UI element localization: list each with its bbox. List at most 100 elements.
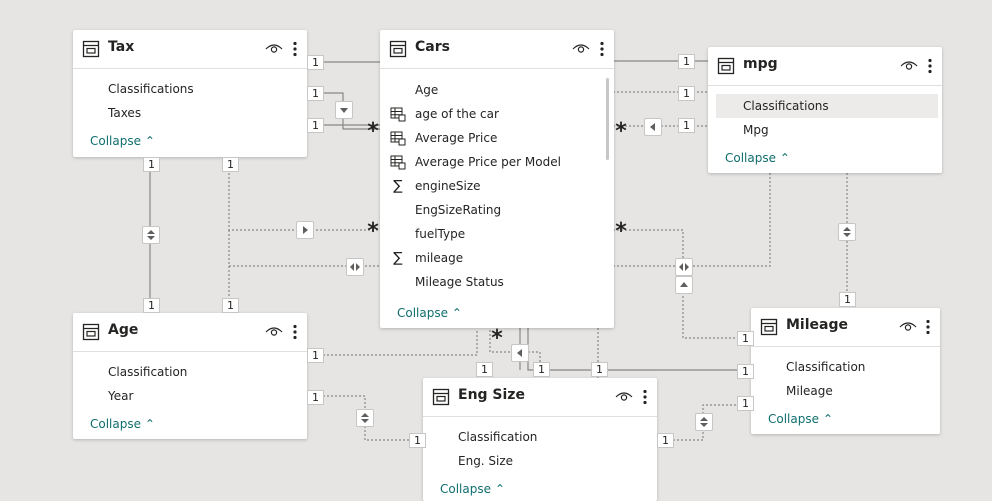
table-header[interactable]: Eng Size — [423, 378, 657, 417]
field-item[interactable]: Year — [108, 389, 134, 403]
eye-icon[interactable] — [900, 60, 918, 72]
more-options-icon[interactable] — [927, 58, 933, 74]
cardinality-one: 1 — [678, 86, 695, 101]
filter-direction-both-vertical-icon[interactable] — [695, 413, 713, 431]
filter-direction-both-horizontal-icon[interactable] — [346, 258, 364, 276]
chevron-up-icon: ⌃ — [144, 134, 155, 148]
cardinality-one: 1 — [737, 331, 754, 346]
table-header[interactable]: Cars — [380, 30, 614, 69]
table-calc-icon — [390, 131, 406, 146]
field-item[interactable]: ∑ mileage — [380, 246, 614, 270]
cardinality-one: 1 — [657, 433, 674, 448]
field-item[interactable]: Classification — [458, 430, 538, 444]
table-title: Mileage — [786, 317, 848, 333]
filter-direction-right-icon[interactable] — [296, 221, 314, 239]
filter-direction-both-vertical-icon[interactable] — [838, 223, 856, 241]
field-item[interactable]: EngSizeRating — [415, 203, 502, 217]
table-mileage[interactable]: Mileage Classification Mileage Collapse … — [751, 308, 940, 434]
table-title: Eng Size — [458, 387, 525, 403]
eye-icon[interactable] — [572, 43, 590, 55]
table-icon — [389, 40, 407, 58]
field-item[interactable]: age of the car — [380, 102, 614, 126]
cardinality-one: 1 — [476, 362, 493, 377]
cardinality-one: 1 — [143, 298, 160, 313]
more-options-icon[interactable] — [925, 319, 931, 335]
chevron-up-icon: ⌃ — [451, 306, 462, 320]
field-item[interactable]: Classification — [786, 360, 866, 374]
cardinality-one: 1 — [307, 55, 324, 70]
filter-direction-both-vertical-icon[interactable] — [356, 409, 374, 427]
field-item[interactable]: Age — [415, 83, 439, 97]
collapse-link[interactable]: Collapse ⌃ — [440, 482, 505, 496]
cardinality-one: 1 — [409, 433, 426, 448]
sigma-icon: ∑ — [393, 178, 403, 194]
table-cars[interactable]: Cars Age age of the car Average Price Av… — [380, 30, 614, 328]
more-options-icon[interactable] — [599, 41, 605, 57]
table-mpg[interactable]: mpg Classifications Mpg Collapse ⌃ — [708, 47, 942, 173]
cardinality-one: 1 — [222, 298, 239, 313]
chevron-up-icon: ⌃ — [822, 412, 833, 426]
eye-icon[interactable] — [615, 391, 633, 403]
field-item-selected[interactable]: Classifications — [716, 94, 938, 118]
more-options-icon[interactable] — [292, 41, 298, 57]
table-title: Tax — [108, 39, 135, 55]
table-header[interactable]: Age — [73, 313, 307, 352]
table-header[interactable]: mpg — [708, 47, 942, 86]
chevron-up-icon: ⌃ — [779, 151, 790, 165]
table-icon — [82, 40, 100, 58]
filter-direction-down-icon[interactable] — [335, 101, 353, 119]
table-icon — [717, 57, 735, 75]
cardinality-one: 1 — [222, 157, 239, 172]
cardinality-one: 1 — [307, 86, 324, 101]
cardinality-many: * — [615, 219, 627, 244]
filter-direction-both-vertical-icon[interactable] — [142, 226, 160, 244]
collapse-link[interactable]: Collapse ⌃ — [90, 134, 155, 148]
field-item[interactable]: ∑ engineSize — [380, 174, 614, 198]
chevron-up-icon: ⌃ — [494, 482, 505, 496]
table-tax[interactable]: Tax Classifications Taxes Collapse ⌃ — [73, 30, 307, 157]
chevron-up-icon: ⌃ — [144, 417, 155, 431]
field-item[interactable]: Average Price — [380, 126, 614, 150]
field-item[interactable]: Mileage — [786, 384, 833, 398]
collapse-link[interactable]: Collapse ⌃ — [768, 412, 833, 426]
cardinality-many: * — [367, 219, 379, 244]
table-icon — [432, 388, 450, 406]
field-item[interactable]: Taxes — [108, 106, 142, 120]
table-header[interactable]: Mileage — [751, 308, 940, 347]
sigma-icon: ∑ — [393, 250, 403, 266]
field-item[interactable]: Mileage Status — [415, 275, 504, 289]
table-icon — [760, 318, 778, 336]
field-item[interactable]: fuelType — [415, 227, 466, 241]
cardinality-one: 1 — [737, 396, 754, 411]
table-age[interactable]: Age Classification Year Collapse ⌃ — [73, 313, 307, 439]
table-title: mpg — [743, 56, 778, 72]
collapse-link[interactable]: Collapse ⌃ — [397, 306, 462, 320]
eye-icon[interactable] — [899, 321, 917, 333]
cardinality-one: 1 — [678, 118, 695, 133]
field-item[interactable]: Mpg — [743, 123, 769, 137]
filter-direction-left-icon[interactable] — [644, 118, 662, 136]
cardinality-one: 1 — [839, 292, 856, 307]
table-icon — [82, 323, 100, 341]
filter-direction-both-horizontal-icon[interactable] — [675, 258, 693, 276]
field-item[interactable]: Classification — [108, 365, 188, 379]
table-eng-size[interactable]: Eng Size Classification Eng. Size Collap… — [423, 378, 657, 501]
eye-icon[interactable] — [265, 43, 283, 55]
scrollbar[interactable] — [606, 78, 609, 160]
field-item[interactable]: Average Price per Model — [380, 150, 614, 174]
more-options-icon[interactable] — [292, 324, 298, 340]
cardinality-one: 1 — [307, 390, 324, 405]
table-header[interactable]: Tax — [73, 30, 307, 69]
field-item[interactable]: Classifications — [108, 82, 194, 96]
cardinality-one: 1 — [533, 362, 550, 377]
filter-direction-up-icon[interactable] — [675, 276, 693, 294]
eye-icon[interactable] — [265, 326, 283, 338]
field-item[interactable]: Eng. Size — [458, 454, 514, 468]
collapse-link[interactable]: Collapse ⌃ — [725, 151, 790, 165]
filter-direction-left-icon[interactable] — [511, 344, 529, 362]
collapse-link[interactable]: Collapse ⌃ — [90, 417, 155, 431]
cardinality-one: 1 — [143, 157, 160, 172]
more-options-icon[interactable] — [642, 389, 648, 405]
table-title: Age — [108, 322, 139, 338]
